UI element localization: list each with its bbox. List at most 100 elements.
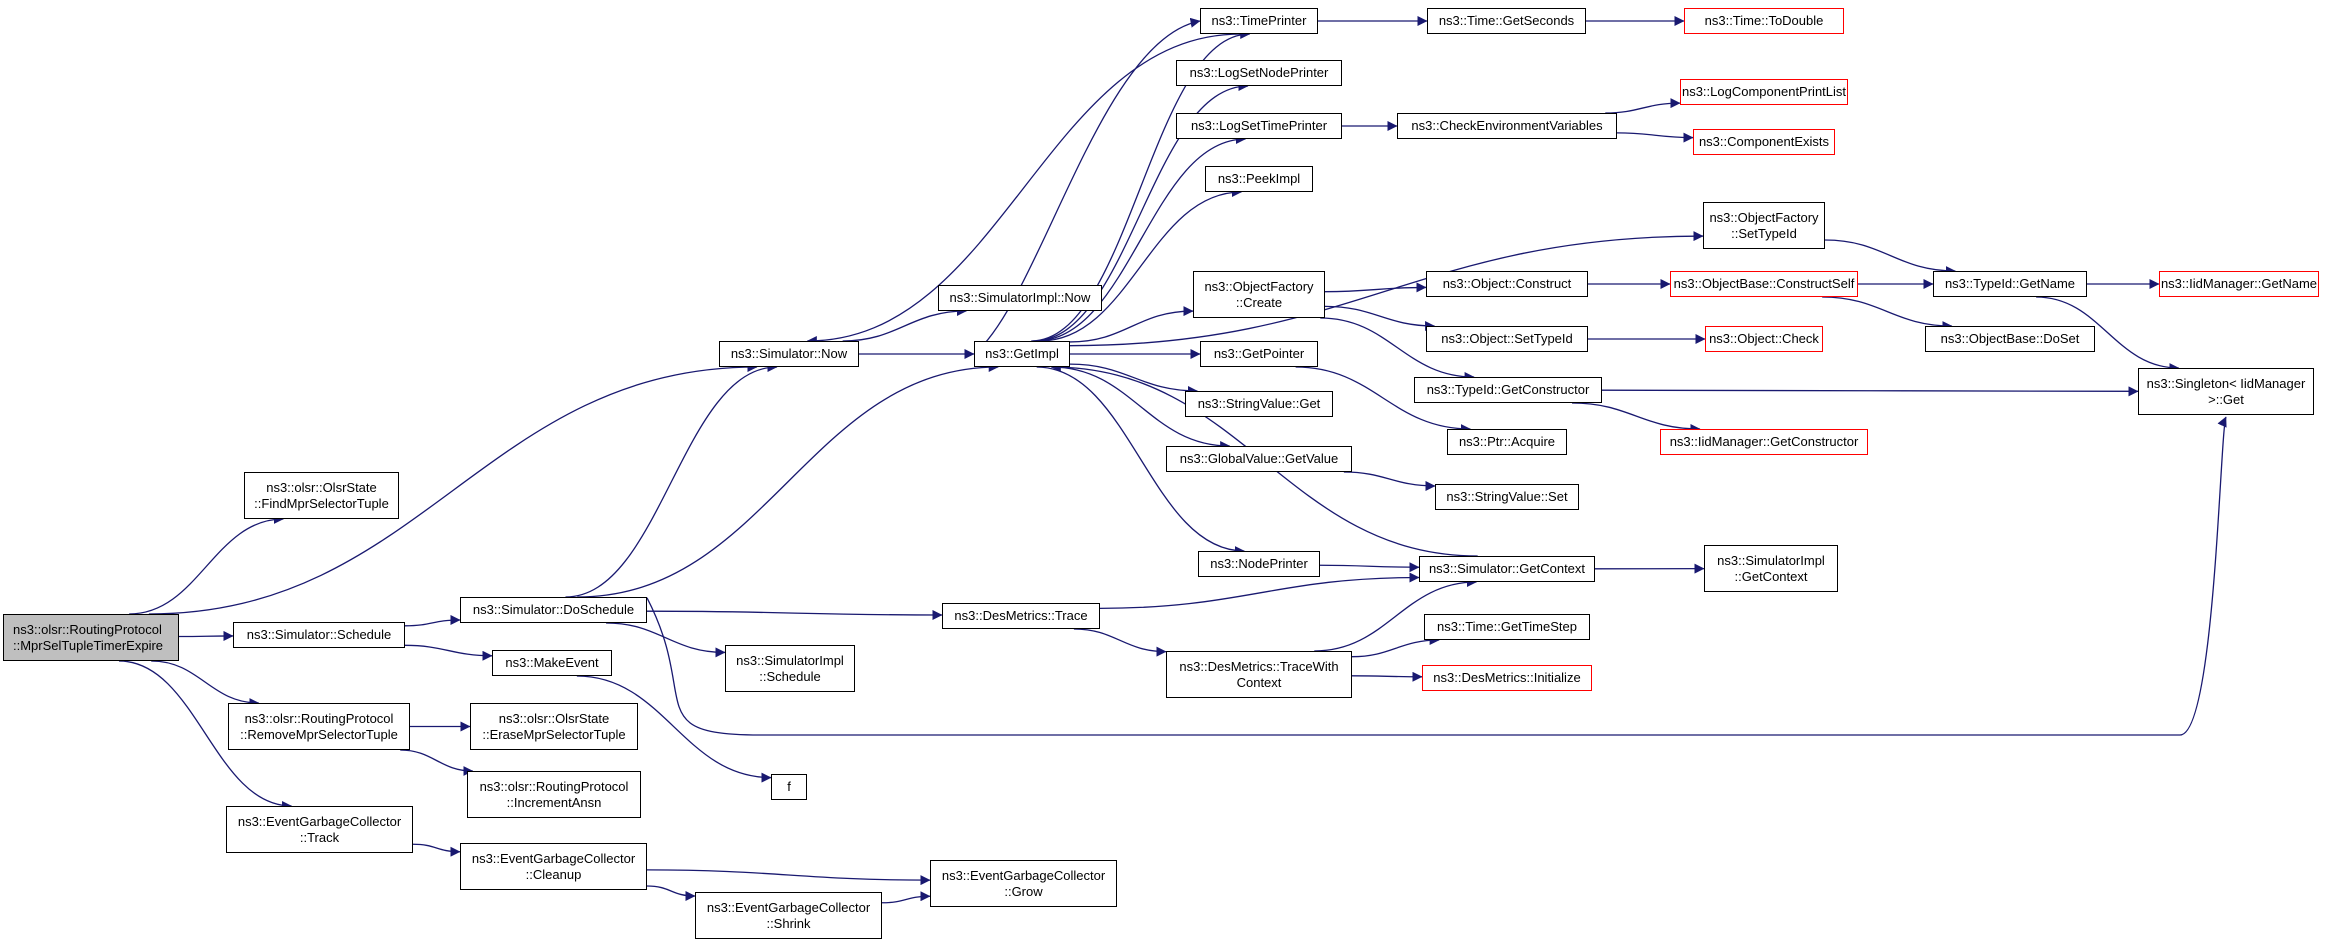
node-ptr-acquire[interactable]: ns3::Ptr::Acquire	[1447, 429, 1567, 455]
node-root[interactable]: ns3::olsr::RoutingProtocol::MprSelTupleT…	[3, 614, 179, 661]
node-iidmanager-getname[interactable]: ns3::IidManager::GetName	[2159, 271, 2319, 297]
node-object-settypeid[interactable]: ns3::Object::SetTypeId	[1426, 326, 1588, 352]
node-egc-cleanup[interactable]: ns3::EventGarbageCollector::Cleanup	[460, 843, 647, 890]
node-simimpl-schedule[interactable]: ns3::SimulatorImpl::Schedule	[725, 645, 855, 692]
edge-get-impl-to-node-printer	[1036, 366, 1245, 556]
node-label: ns3::Ptr::Acquire	[1458, 434, 1556, 449]
node-time-printer[interactable]: ns3::TimePrinter	[1200, 8, 1318, 34]
edge-des-trace-to-sim-getcontext	[1099, 572, 1420, 610]
edge-get-impl-to-log-set-time-printer	[1035, 134, 1246, 342]
edge-sim-now-to-simimpl-now	[842, 306, 967, 342]
node-label: ns3::Time::GetTimeStep	[1437, 619, 1577, 634]
node-time-getseconds[interactable]: ns3::Time::GetSeconds	[1427, 8, 1586, 34]
node-label: ns3::CheckEnvironmentVariables	[1411, 118, 1603, 133]
edge-get-impl-to-globalvalue-getvalue	[1051, 366, 1231, 451]
node-objfactory-create[interactable]: ns3::ObjectFactory::Create	[1193, 271, 1325, 318]
node-egc-grow[interactable]: ns3::EventGarbageCollector::Grow	[930, 860, 1117, 907]
node-des-trace[interactable]: ns3::DesMetrics::Trace	[942, 603, 1100, 629]
node-component-exists[interactable]: ns3::ComponentExists	[1693, 129, 1835, 155]
node-label: ns3::DesMetrics::Initialize	[1433, 670, 1581, 685]
node-label: ns3::DesMetrics::TraceWith	[1179, 658, 1339, 674]
edge-get-impl-to-objfactory-create	[1069, 306, 1194, 343]
node-time-todouble[interactable]: ns3::Time::ToDouble	[1684, 8, 1844, 34]
node-label: ns3::ObjectFactory	[1709, 209, 1819, 225]
node-typeid-getname[interactable]: ns3::TypeId::GetName	[1933, 271, 2087, 297]
edge-egc-cleanup-to-egc-shrink	[646, 885, 696, 902]
node-simimpl-getcontext[interactable]: ns3::SimulatorImpl::GetContext	[1704, 545, 1838, 592]
edge-sim-doschedule-to-singleton-get	[646, 416, 2227, 736]
node-egc-shrink[interactable]: ns3::EventGarbageCollector::Shrink	[695, 892, 882, 939]
node-object-construct[interactable]: ns3::Object::Construct	[1426, 271, 1588, 297]
node-erase-mpr-sel[interactable]: ns3::olsr::OlsrState::EraseMprSelectorTu…	[470, 703, 638, 750]
node-label: ns3::SimulatorImpl::Now	[949, 290, 1091, 305]
node-label: ns3::Singleton< IidManager	[2146, 375, 2306, 391]
node-increment-ansn[interactable]: ns3::olsr::RoutingProtocol::IncrementAns…	[467, 771, 641, 818]
node-label: ns3::Simulator::GetContext	[1428, 561, 1586, 576]
edge-sim-schedule-to-make-event	[404, 644, 493, 661]
node-singleton-get[interactable]: ns3::Singleton< IidManager>::Get	[2138, 368, 2314, 415]
node-log-set-node-printer[interactable]: ns3::LogSetNodePrinter	[1176, 60, 1342, 86]
node-iidmanager-getconstructor[interactable]: ns3::IidManager::GetConstructor	[1660, 429, 1868, 455]
node-make-event[interactable]: ns3::MakeEvent	[492, 650, 612, 676]
node-label: ns3::olsr::RoutingProtocol	[13, 621, 162, 637]
edge-root-to-sim-now	[148, 362, 758, 615]
edge-typeid-getname-to-singleton-get	[2036, 296, 2180, 373]
node-objectbase-doset[interactable]: ns3::ObjectBase::DoSet	[1925, 326, 2095, 352]
node-get-impl[interactable]: ns3::GetImpl	[974, 341, 1070, 367]
node-find-mpr-sel[interactable]: ns3::olsr::OlsrState::FindMprSelectorTup…	[244, 472, 399, 519]
edge-des-tracewithcontext-to-sim-getcontext	[1314, 577, 1477, 652]
node-sim-now[interactable]: ns3::Simulator::Now	[719, 341, 859, 367]
node-label: ::Schedule	[759, 668, 821, 684]
node-log-set-time-printer[interactable]: ns3::LogSetTimePrinter	[1176, 113, 1342, 139]
node-label: ns3::Time::GetSeconds	[1438, 13, 1575, 28]
node-label: ns3::LogSetNodePrinter	[1189, 65, 1329, 80]
node-label: ns3::olsr::RoutingProtocol	[244, 710, 394, 726]
node-node-printer[interactable]: ns3::NodePrinter	[1198, 551, 1320, 577]
edge-root-to-sim-schedule	[178, 630, 234, 641]
edges-layer	[118, 16, 2227, 904]
node-label: ns3::ObjectFactory	[1204, 278, 1314, 294]
node-get-pointer[interactable]: ns3::GetPointer	[1200, 341, 1318, 367]
node-time-gettimestep[interactable]: ns3::Time::GetTimeStep	[1424, 614, 1590, 640]
edge-get-impl-to-sim-now	[973, 17, 1201, 355]
node-object-check[interactable]: ns3::Object::Check	[1705, 326, 1823, 352]
node-label: ::Create	[1235, 294, 1283, 310]
node-label: ns3::Simulator::Now	[730, 346, 848, 361]
node-stringvalue-set[interactable]: ns3::StringValue::Set	[1435, 484, 1579, 510]
node-sim-getcontext[interactable]: ns3::Simulator::GetContext	[1419, 556, 1595, 582]
node-label: ns3::GlobalValue::GetValue	[1179, 451, 1339, 466]
edge-sim-schedule-to-sim-doschedule	[404, 614, 461, 627]
node-typeid-getconstructor[interactable]: ns3::TypeId::GetConstructor	[1414, 377, 1602, 403]
edge-root-to-find-mpr-sel	[129, 514, 284, 615]
edge-egc-shrink-to-egc-grow	[881, 891, 931, 904]
edge-sim-doschedule-to-simimpl-schedule	[606, 622, 726, 658]
node-simimpl-now[interactable]: ns3::SimulatorImpl::Now	[938, 285, 1102, 311]
node-log-component-print-list[interactable]: ns3::LogComponentPrintList	[1680, 79, 1848, 105]
node-label: ns3::Object::SetTypeId	[1441, 331, 1573, 346]
node-egc-track[interactable]: ns3::EventGarbageCollector::Track	[226, 806, 413, 853]
edge-get-impl-to-objfactory-settypeid	[1069, 231, 1704, 347]
node-label: ns3::Object::Check	[1709, 331, 1819, 346]
node-f[interactable]: f	[771, 774, 807, 800]
node-label: ns3::IidManager::GetConstructor	[1669, 434, 1859, 449]
node-label: ns3::SimulatorImpl	[736, 652, 844, 668]
node-objectbase-constructself[interactable]: ns3::ObjectBase::ConstructSelf	[1670, 271, 1858, 297]
node-check-env-vars[interactable]: ns3::CheckEnvironmentVariables	[1397, 113, 1617, 139]
node-label: ns3::PeekImpl	[1217, 171, 1301, 186]
node-globalvalue-getvalue[interactable]: ns3::GlobalValue::GetValue	[1166, 446, 1352, 472]
node-peek-impl[interactable]: ns3::PeekImpl	[1205, 166, 1313, 192]
node-objfactory-settypeid[interactable]: ns3::ObjectFactory::SetTypeId	[1703, 202, 1825, 249]
edge-get-impl-to-peek-impl	[1039, 187, 1242, 342]
node-remove-mpr-sel[interactable]: ns3::olsr::RoutingProtocol::RemoveMprSel…	[228, 703, 410, 750]
node-label: Context	[1236, 674, 1282, 690]
node-sim-schedule[interactable]: ns3::Simulator::Schedule	[233, 622, 405, 648]
edge-egc-track-to-egc-cleanup	[412, 843, 461, 857]
node-stringvalue-get[interactable]: ns3::StringValue::Get	[1185, 391, 1333, 417]
node-sim-doschedule[interactable]: ns3::Simulator::DoSchedule	[460, 597, 647, 623]
node-des-initialize[interactable]: ns3::DesMetrics::Initialize	[1422, 665, 1592, 691]
edge-objectbase-constructself-to-objectbase-doset	[1822, 296, 1953, 331]
edge-sim-doschedule-to-sim-now	[565, 362, 778, 598]
node-label: ns3::LogComponentPrintList	[1681, 84, 1847, 99]
